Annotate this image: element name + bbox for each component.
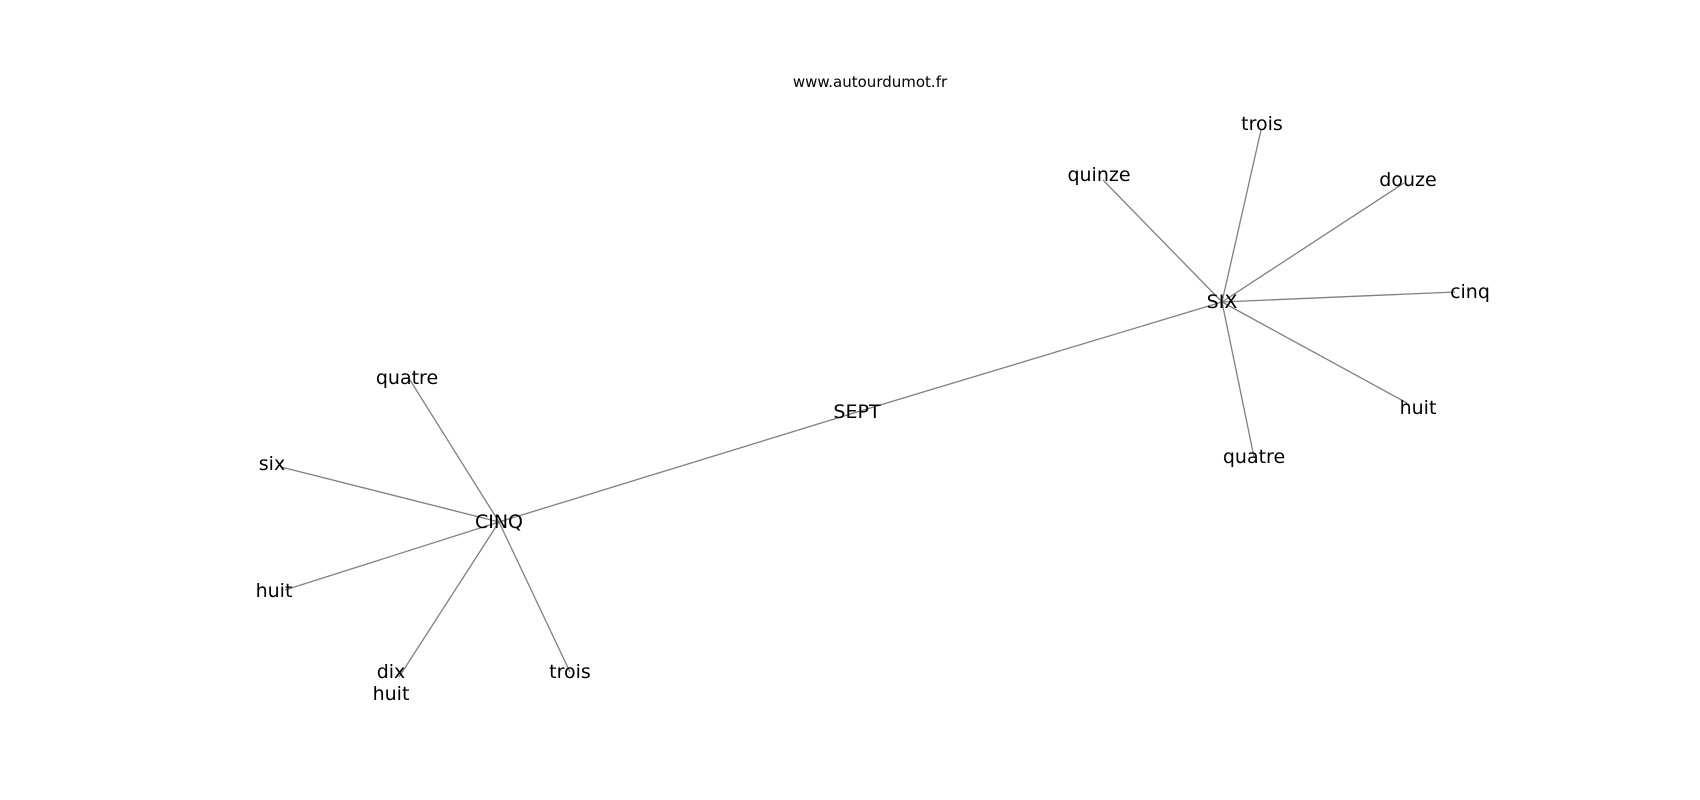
nodes-layer: SEPT SIX CINQ trois quinze douze cinq huit quatr… [256, 113, 1490, 705]
edge-six-six-quatre [1221, 301, 1255, 458]
edges-layer [280, 129, 1456, 678]
node-six-quinze: quinze [1067, 164, 1130, 186]
node-six-quatre-line-0: quatre [1223, 446, 1285, 468]
node-six: SIX [1207, 291, 1238, 313]
node-sept-line-0: SEPT [833, 401, 881, 423]
node-six-quinze-line-0: quinze [1067, 164, 1130, 186]
edge-sept-six [856, 301, 1223, 413]
node-cinq-quatre: quatre [376, 367, 438, 389]
edge-cinq-cinq-dixhuit [398, 521, 500, 678]
node-cinq-trois-line-0: trois [549, 661, 591, 683]
node-cinq-trois: trois [549, 661, 591, 683]
node-six-cinq-line-0: cinq [1450, 281, 1490, 303]
node-six-cinq: cinq [1450, 281, 1490, 303]
edge-cinq-cinq-trois [498, 521, 571, 673]
node-six-huit: huit [1400, 397, 1437, 419]
node-six-douze-line-0: douze [1379, 169, 1436, 191]
node-cinq-six-line-0: six [259, 453, 285, 475]
node-six-line-0: SIX [1207, 291, 1238, 313]
node-cinq-six: six [259, 453, 285, 475]
edge-six-six-huit [1221, 301, 1408, 404]
edge-six-six-trois [1221, 129, 1262, 303]
node-six-quatre: quatre [1223, 446, 1285, 468]
edge-cinq-cinq-six [280, 466, 500, 523]
node-cinq-dixhuit-line-1: huit [373, 683, 410, 705]
edge-six-six-douze [1221, 182, 1405, 303]
node-six-trois: trois [1241, 113, 1283, 135]
edge-six-six-quinze [1102, 179, 1223, 303]
watermark-text: www.autourdumot.fr [793, 73, 948, 91]
edge-cinq-sept [498, 411, 858, 523]
node-sept: SEPT [833, 401, 881, 423]
node-cinq-quatre-line-0: quatre [376, 367, 438, 389]
edge-six-six-cinq [1221, 291, 1456, 303]
node-six-huit-line-0: huit [1400, 397, 1437, 419]
node-cinq-dixhuit-line-0: dix [377, 661, 406, 683]
node-six-douze: douze [1379, 169, 1436, 191]
node-cinq-huit-line-0: huit [256, 580, 293, 602]
node-cinq: CINQ [475, 511, 523, 533]
node-cinq-huit: huit [256, 580, 293, 602]
edge-cinq-cinq-huit [284, 521, 500, 591]
edge-cinq-cinq-quatre [409, 379, 500, 523]
node-cinq-line-0: CINQ [475, 511, 523, 533]
node-six-trois-line-0: trois [1241, 113, 1283, 135]
